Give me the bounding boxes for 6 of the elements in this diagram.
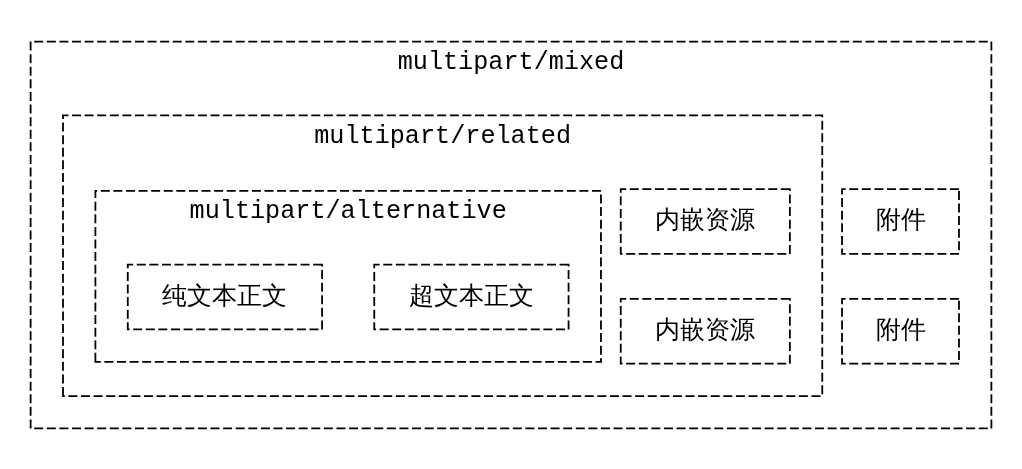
node-box: 超文本正文 xyxy=(373,263,570,330)
node-box: 内嵌资源 xyxy=(619,187,791,255)
node-box: 纯文本正文 xyxy=(126,263,323,330)
node-box: 内嵌资源 xyxy=(619,297,791,365)
node-box: 附件 xyxy=(841,187,960,255)
node-box: 附件 xyxy=(841,297,960,365)
